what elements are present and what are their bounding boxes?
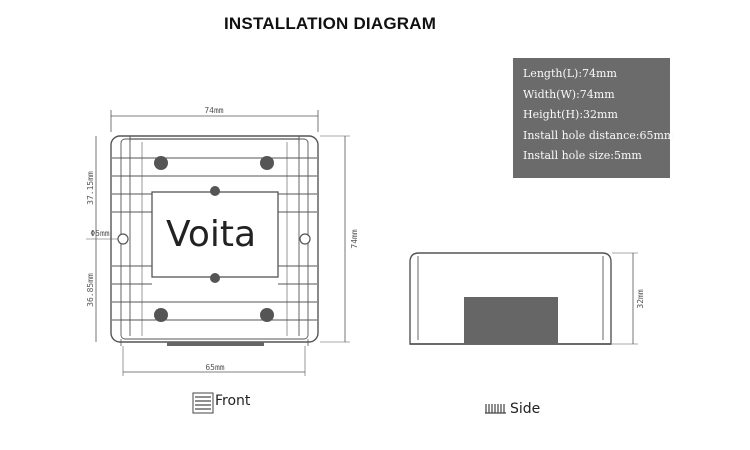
dim-right-text: 74mm bbox=[350, 229, 359, 248]
brand-logo-text: Voita bbox=[166, 214, 257, 255]
front-legend-icon bbox=[192, 392, 214, 414]
side-view bbox=[409, 252, 638, 345]
side-terminal-block bbox=[464, 297, 558, 344]
dim-bottom-text: 65mm bbox=[205, 363, 224, 372]
mount-hole-right bbox=[299, 233, 311, 245]
spec-hole-distance: Install hole distance:65mm bbox=[523, 128, 675, 142]
spec-hole-size: Install hole size:5mm bbox=[523, 149, 642, 162]
dim-left-upper-text: 37.15mm bbox=[86, 171, 95, 205]
screws bbox=[154, 156, 274, 322]
spec-height: Height(H):32mm bbox=[523, 108, 618, 121]
label-plate bbox=[151, 191, 279, 278]
dim-hole-text: Φ5mm bbox=[90, 229, 109, 238]
spec-box: Length(L):74mm Width(W):74mm Height(H):3… bbox=[513, 58, 675, 178]
side-dim-text: 32mm bbox=[636, 289, 645, 308]
diagram-title: INSTALLATION DIAGRAM bbox=[224, 14, 437, 33]
side-legend-icon bbox=[485, 404, 506, 414]
side-label: Side bbox=[510, 401, 541, 417]
front-label: Front bbox=[215, 393, 251, 409]
dim-top-text: 74mm bbox=[204, 106, 223, 115]
spec-length: Length(L):74mm bbox=[523, 67, 617, 80]
mount-hole-left bbox=[117, 233, 129, 245]
spec-width: Width(W):74mm bbox=[523, 87, 615, 101]
heat-fins bbox=[112, 157, 317, 321]
front-view bbox=[86, 110, 350, 376]
dim-left-lower-text: 36.85mm bbox=[86, 273, 95, 307]
